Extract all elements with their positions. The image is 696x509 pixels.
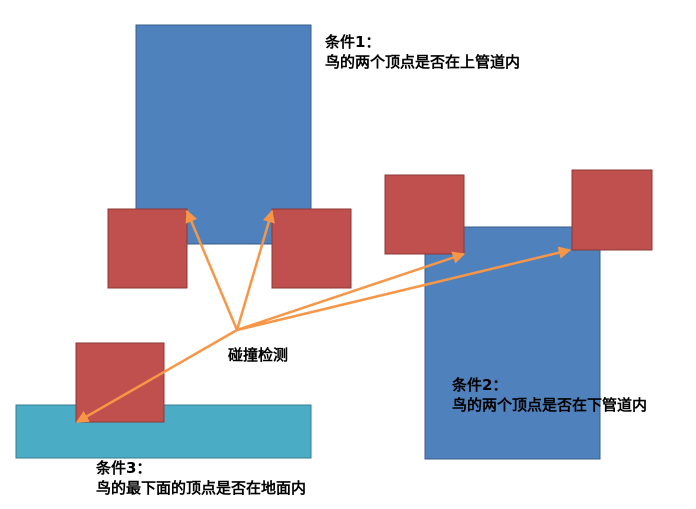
condition2-label: 条件2： 鸟的两个顶点是否在下管道内 — [452, 375, 647, 415]
condition1-text: 鸟的两个顶点是否在上管道内 — [325, 53, 521, 71]
arrow-to-ground — [75, 328, 238, 424]
condition3-text: 鸟的最下面的顶点是否在地面内 — [96, 479, 307, 497]
condition1-title: 条件1： — [325, 33, 381, 51]
bird-upper-left — [107, 208, 188, 289]
condition2-text: 鸟的两个顶点是否在下管道内 — [452, 396, 648, 414]
condition2-title: 条件2： — [452, 376, 508, 394]
collision-arrows — [75, 209, 572, 424]
collision-detection-label: 碰撞检测 — [228, 346, 289, 364]
condition1-label: 条件1： 鸟的两个顶点是否在上管道内 — [325, 32, 520, 72]
arrow-to-upper-left — [185, 209, 239, 331]
arrow-to-lower-right — [236, 246, 572, 332]
condition3-label: 条件3： 鸟的最下面的顶点是否在地面内 — [96, 458, 306, 498]
arrow-to-upper-right — [235, 209, 275, 331]
condition3-title: 条件3： — [96, 459, 152, 477]
bird-lower-left — [384, 174, 465, 255]
bird-lower-right — [571, 169, 653, 251]
bird-ground — [75, 342, 165, 423]
arrow-to-lower-left — [236, 251, 466, 332]
upper-pipe — [135, 24, 312, 245]
bird-upper-right — [271, 208, 352, 289]
lower-pipe — [424, 226, 601, 460]
